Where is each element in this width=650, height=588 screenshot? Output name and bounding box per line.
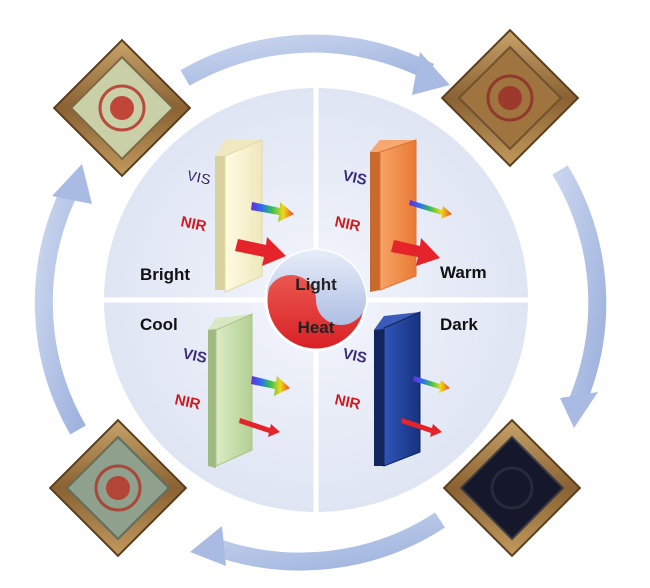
- nir-label-bright: NIR: [179, 213, 208, 235]
- vis-arrow-bright-icon: [251, 202, 294, 222]
- cool-panel-side: [208, 318, 216, 468]
- cycle-arrows: [34, 34, 607, 571]
- light-half: [266, 250, 366, 325]
- cycle-arrowheads: [52, 52, 598, 566]
- quadrant-label-cool: Cool: [140, 315, 178, 334]
- light-heat-badge: Light Heat: [264, 248, 368, 352]
- center-label-heat: Heat: [298, 318, 335, 337]
- dark-sample-icon: [442, 418, 582, 558]
- vis-label-bright: VIS: [185, 167, 212, 189]
- nir-label-dark: NIR: [333, 391, 362, 413]
- center-label-light: Light: [295, 275, 337, 294]
- bright-panel-side: [215, 140, 225, 290]
- cycle-arrow-top: [180, 34, 435, 86]
- quadrant-label-warm: Warm: [440, 263, 487, 282]
- quadrant-cool: Cool VIS NIR: [140, 313, 290, 468]
- dark-panel-side: [374, 316, 384, 466]
- arrowhead-top-icon: [412, 52, 450, 95]
- quadrant-dark: Dark VIS NIR: [333, 311, 478, 467]
- vis-label-warm: VIS: [341, 167, 368, 189]
- cycle-arrow-right: [552, 165, 607, 404]
- quadrant-label-bright: Bright: [140, 265, 190, 284]
- vis-arrow-cool-icon: [251, 376, 290, 396]
- cool-panel: [215, 313, 253, 467]
- arrowhead-bottom-icon: [190, 526, 226, 566]
- cycle-arrow-bottom: [206, 512, 445, 571]
- dark-panel: [383, 311, 421, 467]
- quadrant-warm: VIS NIR Warm: [333, 139, 487, 292]
- cool-sample-icon: [48, 418, 188, 558]
- warm-panel: [379, 139, 417, 291]
- warm-sample-icon: [440, 28, 580, 168]
- nir-arrow-warm-icon: [391, 238, 440, 266]
- bright-sample-icon: [52, 38, 192, 178]
- nir-label-cool: NIR: [173, 391, 202, 413]
- nir-label-warm: NIR: [333, 213, 362, 235]
- vis-arrow-dark-icon: [413, 376, 450, 393]
- nir-arrow-dark-icon: [401, 418, 442, 437]
- vis-arrow-warm-icon: [409, 200, 452, 219]
- bright-panel: [224, 139, 263, 293]
- vis-label-dark: VIS: [341, 345, 368, 367]
- nir-arrow-cool-icon: [239, 418, 280, 437]
- arrowhead-left-icon: [52, 164, 92, 204]
- vis-label-cool: VIS: [181, 345, 208, 367]
- quadrant-bright: VIS NIR Bright: [140, 139, 294, 293]
- cycle-arrow-left: [34, 186, 86, 435]
- arrowhead-right-icon: [560, 392, 598, 428]
- warm-panel-side: [370, 140, 380, 292]
- quadrant-label-dark: Dark: [440, 315, 478, 334]
- nir-arrow-bright-icon: [235, 237, 286, 266]
